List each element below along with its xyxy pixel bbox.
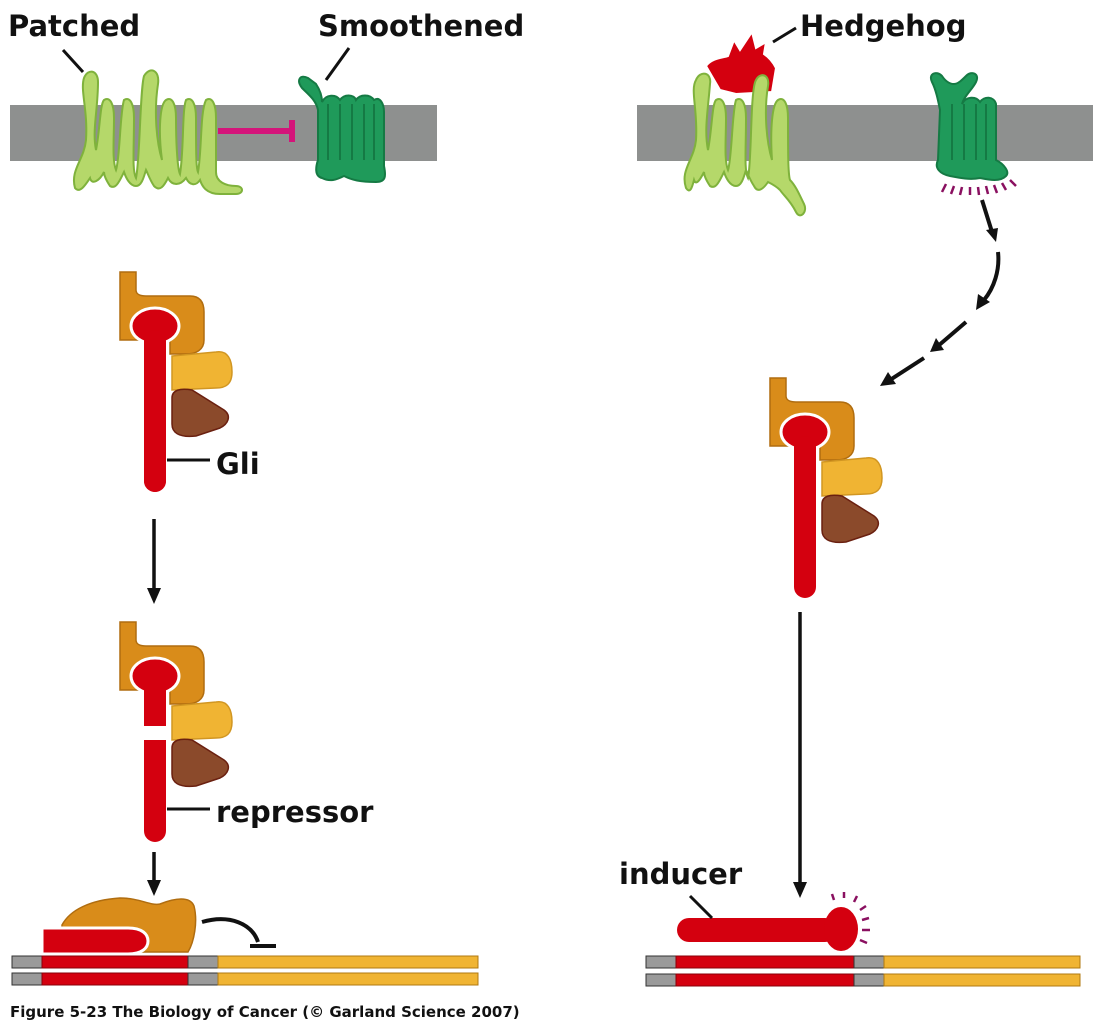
smoothened-activation-marks bbox=[940, 179, 1017, 196]
figure-caption: Figure 5-23 The Biology of Cancer (© Gar… bbox=[10, 1003, 520, 1021]
repressor-fragment bbox=[144, 740, 166, 842]
arrow-gli-to-cleaved bbox=[147, 519, 161, 604]
smoothened-label-leader bbox=[324, 47, 351, 81]
signal-arrow-dashed bbox=[880, 199, 1001, 386]
repressor-label: repressor bbox=[216, 795, 374, 829]
gli-complex-cleaved bbox=[119, 621, 233, 842]
smoothened-protein-left bbox=[298, 75, 386, 184]
smoothened-label: Smoothened bbox=[318, 9, 524, 43]
patched-protein-left bbox=[72, 69, 243, 195]
gli-complex-cytoplasm bbox=[119, 271, 233, 492]
inducer-protein bbox=[677, 907, 858, 951]
patched-protein-right bbox=[683, 72, 806, 217]
right-panel: Hedgehog bbox=[619, 9, 1093, 987]
inhibition-symbol-dna bbox=[201, 917, 276, 948]
arrow-gli-to-inducer bbox=[793, 612, 807, 898]
dna-right bbox=[645, 955, 1081, 987]
arrow-repressor-to-dna bbox=[147, 852, 161, 896]
smoothened-protein-right bbox=[930, 72, 1009, 181]
inducer-label: inducer bbox=[619, 857, 743, 891]
inducer-label-leader bbox=[688, 894, 714, 920]
repressor-bound-complex bbox=[40, 897, 197, 956]
hedgehog-label: Hedgehog bbox=[800, 9, 966, 43]
gli-complex-active bbox=[769, 377, 883, 598]
dna-left bbox=[11, 955, 479, 986]
inducer-activation-marks bbox=[830, 892, 870, 945]
hedgehog-label-leader bbox=[772, 26, 797, 44]
inhibition-symbol-top bbox=[218, 120, 295, 142]
patched-label-leader bbox=[61, 48, 85, 74]
gli-label: Gli bbox=[216, 447, 260, 481]
left-panel: Patched Smoothened Gli bbox=[8, 9, 524, 986]
patched-label: Patched bbox=[8, 9, 140, 43]
